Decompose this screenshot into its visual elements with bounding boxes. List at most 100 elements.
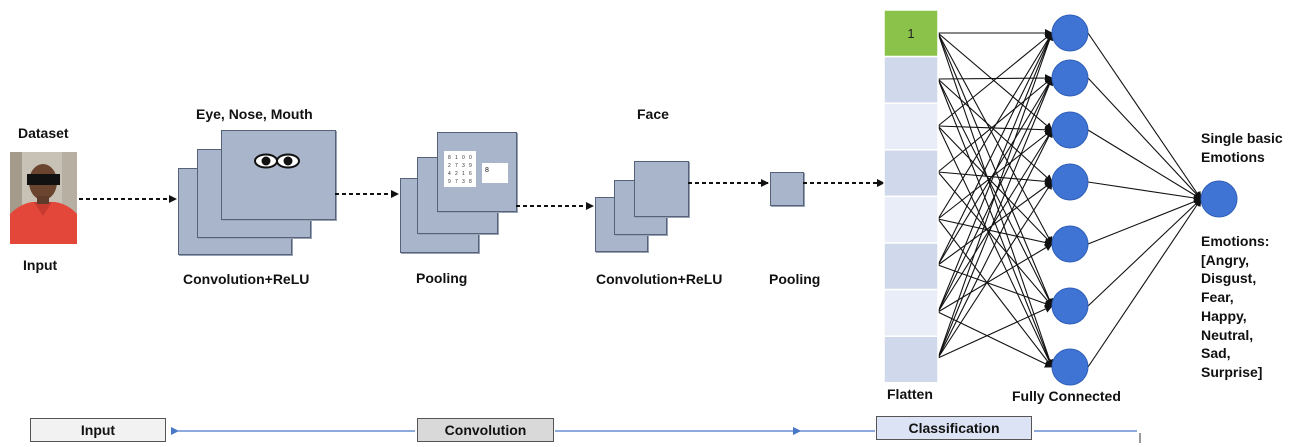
pool-grid-digit: 1 xyxy=(455,155,458,161)
output-connection-line xyxy=(1087,198,1202,368)
single-basic-label: Single basic xyxy=(1201,130,1283,146)
emotion-item: Fear, xyxy=(1201,289,1234,306)
flatten-cell-value: 1 xyxy=(907,26,914,41)
feature-map-2-front xyxy=(634,161,689,217)
output-connection-line xyxy=(1087,181,1202,202)
emotion-item: Surprise] xyxy=(1201,363,1263,380)
connection-line xyxy=(937,78,1053,183)
flatten-cell xyxy=(883,242,939,291)
flatten-cell xyxy=(883,149,939,198)
stage-classification-box: Classification xyxy=(876,416,1032,440)
output-connection-line xyxy=(1087,32,1202,200)
connection-line xyxy=(937,311,1053,368)
connection-line xyxy=(937,129,1053,313)
output-connection-line xyxy=(1087,129,1202,200)
connection-line xyxy=(937,32,1054,368)
connection-line xyxy=(937,32,1053,245)
connection-line xyxy=(937,181,1053,266)
conv-relu-2-label: Convolution+ReLU xyxy=(596,271,723,287)
emotions-word-label: Emotions xyxy=(1201,149,1265,165)
flatten-cell xyxy=(883,288,939,337)
pool-map-2 xyxy=(770,172,804,206)
connection-line xyxy=(937,125,1053,368)
pool-grid-digit: 8 xyxy=(448,155,451,161)
hidden-neuron xyxy=(1051,14,1089,52)
pooling-2-label: Pooling xyxy=(769,271,821,287)
connection-line xyxy=(937,32,1053,266)
connection-line xyxy=(937,125,1053,245)
connection-line xyxy=(937,32,1053,127)
pool-grid-digit: 2 xyxy=(448,163,451,169)
emotions-heading: Emotions: xyxy=(1201,233,1270,249)
output-connection-line xyxy=(1087,197,1202,245)
pool-grid-digit: 3 xyxy=(462,179,465,185)
connection-line xyxy=(937,32,1053,220)
pool-result-box: 8 xyxy=(482,163,508,183)
flatten-cell xyxy=(883,55,939,104)
stage-input-box: Input xyxy=(30,418,166,442)
connection-line xyxy=(937,129,1053,220)
emotion-item: [Angry, xyxy=(1201,251,1249,268)
hidden-neuron xyxy=(1051,59,1089,97)
face-label: Face xyxy=(637,106,669,122)
emotion-item: Sad, xyxy=(1201,345,1231,362)
connection-line xyxy=(937,78,1053,307)
flatten-label: Flatten xyxy=(887,386,933,402)
hidden-neuron xyxy=(1051,287,1089,325)
emotion-item: Happy, xyxy=(1201,307,1247,324)
pooling-1-label: Pooling xyxy=(416,270,468,286)
connection-line xyxy=(937,181,1053,359)
pool-grid-digit: 7 xyxy=(455,163,458,169)
emotion-item: Disgust, xyxy=(1201,270,1257,287)
feature-map-1-front xyxy=(221,130,336,220)
pool-grid-digit: 2 xyxy=(455,171,458,177)
eye-nose-mouth-label: Eye, Nose, Mouth xyxy=(196,106,313,122)
pool-grid-digit: 7 xyxy=(455,179,458,185)
connection-line xyxy=(937,305,1053,359)
connection-line xyxy=(937,77,1054,359)
pool-grid-digit: 9 xyxy=(469,163,472,169)
connection-line xyxy=(937,218,1053,368)
fully-connected-label: Fully Connected xyxy=(1012,388,1121,404)
input-label: Input xyxy=(23,257,58,273)
pool-grid-digit: 4 xyxy=(448,171,451,177)
output-neuron xyxy=(1200,180,1238,218)
emotions-list: Emotions: [Angry, Disgust, Fear, Happy, … xyxy=(1201,232,1269,382)
connection-line xyxy=(937,32,1054,313)
pool-result-value: 8 xyxy=(485,167,489,174)
dataset-label: Dataset xyxy=(18,125,69,141)
flatten-cell xyxy=(883,195,939,244)
connection-line xyxy=(937,129,1053,359)
pool-grid-digit: 3 xyxy=(462,163,465,169)
flatten-cell xyxy=(883,335,939,384)
pool-grid-digit: 0 xyxy=(469,155,472,161)
emotion-item: Neutral, xyxy=(1201,326,1254,343)
pool-grid-digit: 9 xyxy=(448,179,451,185)
hidden-neuron xyxy=(1051,225,1089,263)
stage-convolution-box: Convolution xyxy=(417,418,554,442)
flatten-cell xyxy=(883,102,939,151)
hidden-neuron xyxy=(1051,348,1089,386)
connection-line xyxy=(937,32,1054,359)
eyes-icon xyxy=(254,153,300,169)
hidden-neuron xyxy=(1051,163,1089,201)
pool-grid-digit: 8 xyxy=(469,179,472,185)
connection-line xyxy=(937,125,1053,134)
pool-grid-digit: 0 xyxy=(462,155,465,161)
connection-line xyxy=(937,218,1053,247)
conv-relu-1-label: Convolution+ReLU xyxy=(183,271,310,287)
flatten-cell-highlight xyxy=(883,9,939,58)
pool-grid-digit: 6 xyxy=(469,171,472,177)
output-connection-line xyxy=(1087,198,1202,307)
connection-line xyxy=(937,32,1053,131)
connection-line xyxy=(937,243,1053,313)
pool-grid-digit: 1 xyxy=(462,171,465,177)
output-connection-line xyxy=(1087,77,1202,200)
connection-line xyxy=(937,171,1053,307)
input-face-image xyxy=(10,152,77,244)
hidden-neuron xyxy=(1051,111,1089,149)
connection-line xyxy=(937,171,1053,186)
